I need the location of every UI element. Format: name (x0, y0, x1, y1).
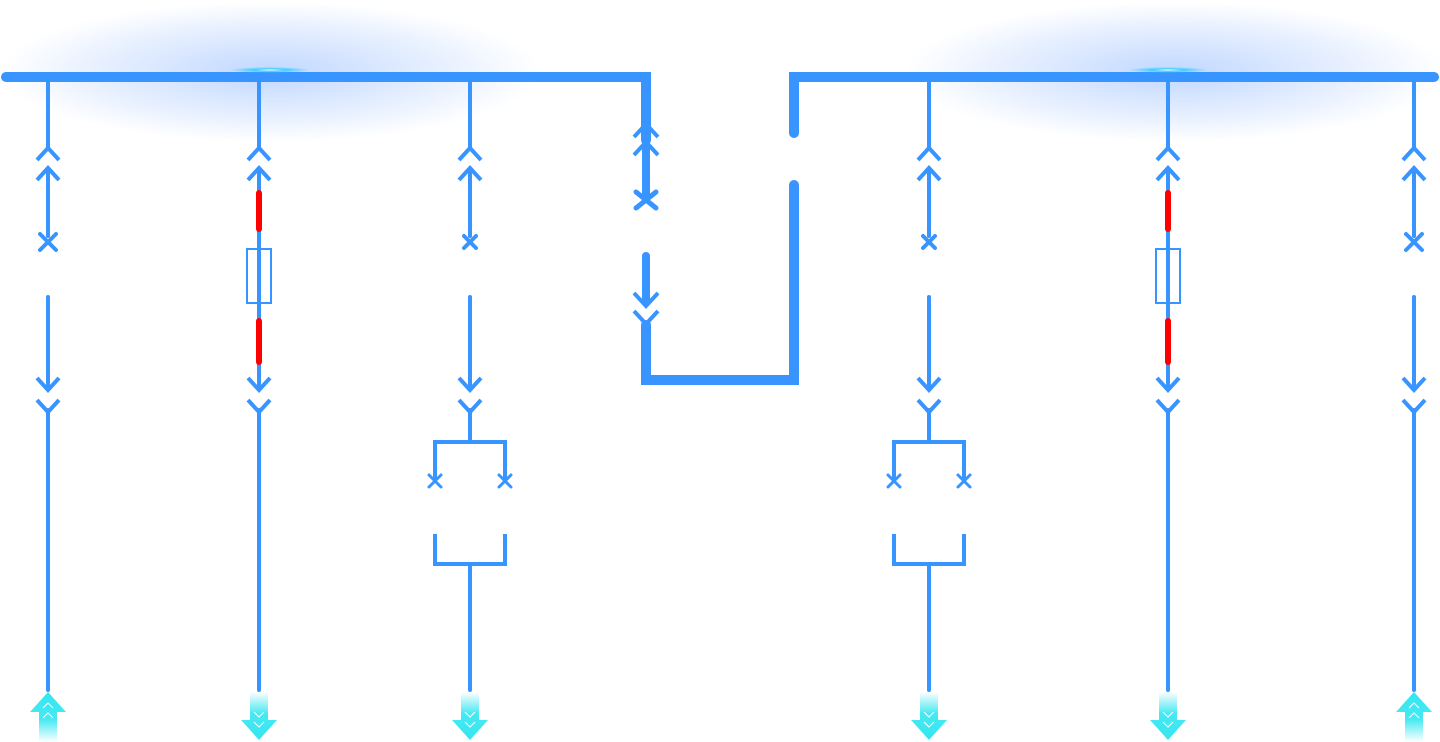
arrow-down-icon (35, 376, 61, 393)
tie-return-bus (641, 180, 799, 385)
upper-contact-icon (1401, 145, 1427, 162)
merge-bus (892, 534, 966, 566)
chevron-down-icon (923, 721, 935, 728)
arrow-up-shape (1396, 692, 1432, 742)
upper-contact-icon (35, 145, 61, 162)
bus-tie (632, 121, 799, 385)
outgoing-arrow-icon (911, 692, 947, 740)
upper-contact-icon (246, 145, 272, 162)
chevron-up-icon (1408, 702, 1420, 709)
outgoing-arrow-icon (241, 692, 277, 740)
chevron-up-icon (42, 712, 54, 719)
chevron-down-icon (253, 721, 265, 728)
upper-contact-icon (1155, 145, 1181, 162)
arrow-down-icon (916, 376, 942, 393)
tie-breaker-x-icon-2 (633, 189, 659, 211)
arrow-down-icon (457, 376, 483, 393)
outgoing-arrow-icon (452, 692, 488, 740)
breaker-x-icon-2 (462, 234, 478, 250)
chevron-up-icon (42, 702, 54, 709)
breaker-x-icon-2 (427, 473, 443, 489)
chevron-down-icon (464, 721, 476, 728)
breaker-x-icon-2 (1404, 232, 1424, 252)
chevron-down-icon (923, 711, 935, 718)
feeder-incoming-breaker (30, 78, 66, 742)
chevron-down-icon (1162, 711, 1174, 718)
arrow-down-shape (452, 692, 488, 740)
arrow-down-shape (1150, 692, 1186, 740)
arrow-down-shape (911, 692, 947, 740)
bus-spark-left (230, 67, 310, 73)
breaker-x-icon-2 (956, 473, 972, 489)
arrow-down-icon (246, 376, 272, 393)
tie-arrow-down-icon (632, 291, 660, 309)
split-bus (433, 440, 507, 482)
breaker-x-icon-2 (497, 473, 513, 489)
chevron-down-icon (1162, 721, 1174, 728)
outgoing-arrow-icon (1150, 692, 1186, 740)
merge-bus (433, 534, 507, 566)
busbar-left (1, 72, 651, 145)
feeder-pt-fuse (241, 78, 277, 740)
feeder-incoming-breaker (1396, 78, 1432, 742)
chevron-up-icon (1408, 712, 1420, 719)
chevron-down-icon (464, 711, 476, 718)
breaker-x-icon-2 (921, 234, 937, 250)
incoming-arrow-icon (1396, 692, 1432, 742)
incoming-arrow-icon (30, 692, 66, 742)
transformer-box-icon (246, 248, 272, 304)
chevron-down-icon (253, 711, 265, 718)
upper-contact-icon (916, 145, 942, 162)
breaker-x-icon-2 (886, 473, 902, 489)
arrow-down-icon (1155, 376, 1181, 393)
bus-spark-right (1128, 67, 1208, 73)
feeder-dual-breaker (427, 78, 513, 740)
busbar-right (789, 72, 1439, 138)
arrow-down-shape (241, 692, 277, 740)
upper-contact-icon (457, 145, 483, 162)
arrow-up-shape (30, 692, 66, 742)
arrow-down-icon (1401, 376, 1427, 393)
feeder-pt-fuse (1150, 78, 1186, 740)
feeder-dual-breaker (886, 78, 972, 740)
breaker-x-icon-2 (38, 232, 58, 252)
tie-upper-contact-icon (632, 121, 660, 139)
transformer-box-icon (1155, 248, 1181, 304)
split-bus (892, 440, 966, 482)
